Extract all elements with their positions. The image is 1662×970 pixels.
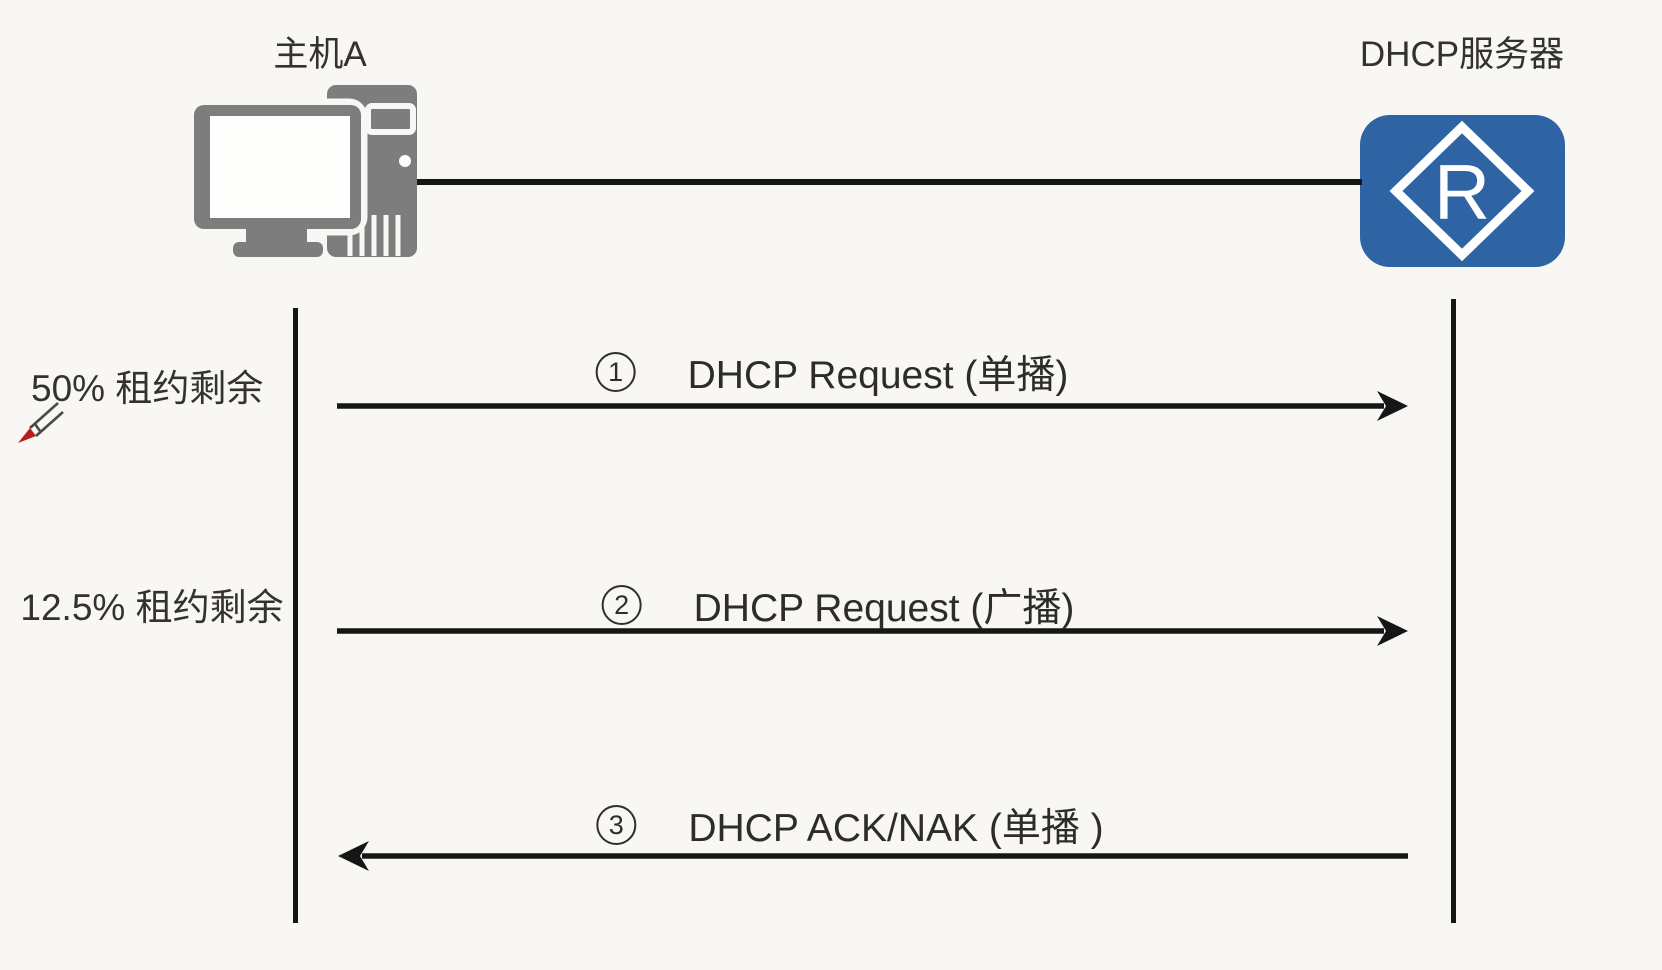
computer-icon (187, 84, 417, 264)
host-lifeline (293, 308, 298, 923)
computer-stand-base (233, 242, 323, 257)
router-letter: R (1434, 148, 1490, 236)
message-3-label: DHCP ACK/NAK (单播 ) (688, 807, 1104, 850)
step-3-badge: 3 (596, 805, 637, 845)
computer-stand-neck (246, 229, 307, 242)
server-label: DHCP服务器 (1359, 35, 1565, 74)
pencil-red-tip (18, 428, 36, 443)
message-3: 3 DHCP ACK/NAK (单播 ) (596, 797, 1104, 853)
server-lifeline (1451, 299, 1456, 923)
message-2: 2 DHCP Request (广播) (601, 577, 1075, 633)
computer-drive-slot (365, 103, 416, 135)
message-1-label: DHCP Request (单播) (687, 354, 1069, 397)
message-1: 1 DHCP Request (单播) (595, 344, 1069, 400)
computer-screen (210, 116, 350, 218)
router-icon: R (1360, 115, 1565, 272)
router-diamond (1389, 120, 1535, 262)
message-2-label: DHCP Request (广播) (693, 587, 1075, 630)
step-2-badge: 2 (601, 585, 642, 625)
pencil-cursor-icon (14, 400, 64, 451)
host-label: 主机A (273, 35, 367, 74)
step-1-badge: 1 (595, 352, 636, 392)
annotation-lease-50: 50% 租约剩余 (31, 368, 264, 409)
annotation-lease-12-5: 12.5% 租约剩余 (20, 587, 284, 628)
host-server-link-line (417, 179, 1362, 185)
computer-power-button (399, 155, 411, 167)
router-body (1360, 115, 1565, 267)
